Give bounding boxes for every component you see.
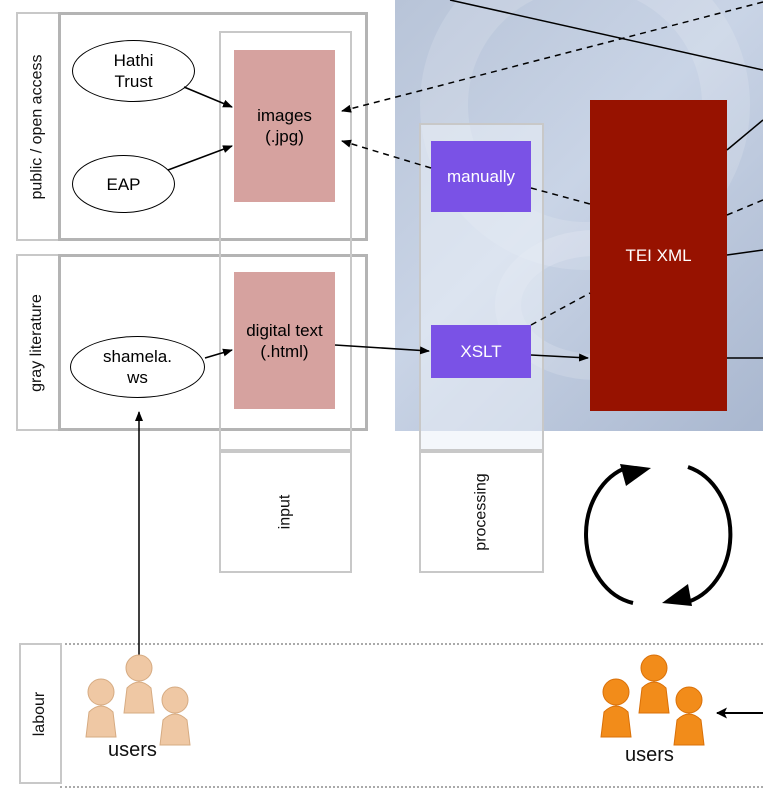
users-right-label: users	[625, 744, 674, 766]
xslt-box: XSLT	[431, 325, 531, 378]
cycle-icon	[584, 464, 733, 606]
tei-right-dashed	[726, 199, 763, 216]
person-icon	[85, 678, 117, 738]
tei-out-line	[726, 249, 763, 256]
person-icon	[673, 686, 705, 746]
hathi-trust-node: Hathi Trust	[72, 40, 195, 102]
person-icon	[638, 654, 670, 714]
input-column	[219, 31, 352, 451]
users-left-icon	[85, 654, 191, 746]
manually-to-images-arrow	[341, 139, 432, 169]
users-left-label: users	[108, 739, 157, 761]
images-box: images (.jpg)	[234, 50, 335, 202]
labour-band	[60, 643, 763, 788]
shamela-node: shamela. ws	[70, 336, 205, 398]
eap-to-images-arrow	[167, 145, 233, 171]
person-icon	[159, 686, 191, 746]
manually-box: manually	[431, 141, 531, 212]
hathi-to-images-arrow	[183, 86, 233, 108]
digital-text-box: digital text (.html)	[234, 272, 335, 409]
eap-node: EAP	[72, 155, 175, 213]
person-icon	[123, 654, 155, 714]
processing-column-footer	[419, 451, 544, 573]
text-to-xslt-arrow	[334, 344, 430, 355]
top-line	[449, 0, 763, 71]
xslt-to-tei-dashed	[530, 292, 591, 326]
tei-out-line	[726, 119, 763, 151]
input-column-footer	[219, 451, 352, 573]
manually-to-tei-dashed	[530, 187, 591, 205]
tei-xml-box: TEI XML	[590, 100, 727, 411]
xslt-to-tei-arrow	[530, 353, 589, 362]
gray-literature-inner	[58, 254, 368, 431]
users-right-icon	[600, 654, 705, 746]
labour-section	[19, 643, 62, 784]
person-icon	[600, 678, 632, 738]
shamela-to-text-arrow	[204, 348, 233, 359]
public-access-inner	[58, 12, 368, 241]
